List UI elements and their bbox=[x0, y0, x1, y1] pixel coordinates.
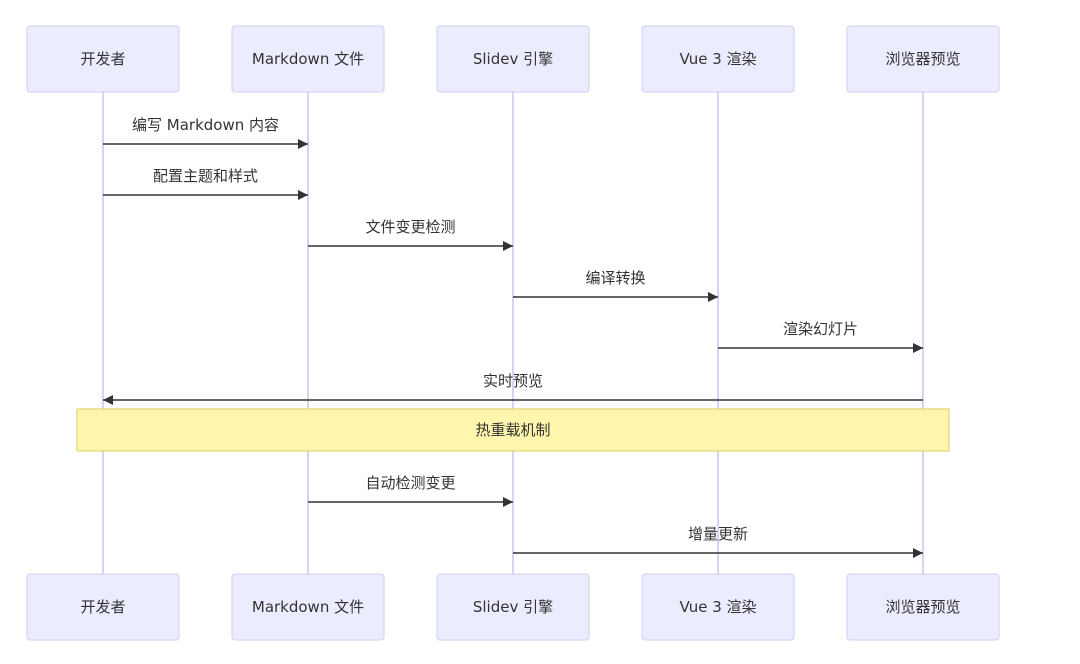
message-8: 增量更新 bbox=[513, 525, 923, 558]
note-label: 热重载机制 bbox=[475, 421, 550, 439]
lifelines bbox=[102, 92, 924, 574]
actor-browser-bottom: 浏览器预览 bbox=[846, 573, 1000, 641]
actor-label: Markdown 文件 bbox=[252, 50, 364, 68]
actor-box bbox=[846, 573, 1000, 641]
message-label: 文件变更检测 bbox=[365, 218, 455, 236]
actor-box bbox=[436, 25, 590, 93]
message-label: 自动检测变更 bbox=[365, 474, 455, 492]
actor-label: Vue 3 渲染 bbox=[679, 50, 756, 68]
message-6: 实时预览 bbox=[103, 372, 923, 405]
actor-label: Vue 3 渲染 bbox=[679, 598, 756, 616]
message-label: 编译转换 bbox=[585, 269, 645, 287]
actor-box bbox=[231, 25, 385, 93]
actor-label: Markdown 文件 bbox=[252, 598, 364, 616]
message-label: 实时预览 bbox=[483, 372, 543, 390]
actor-label: 浏览器预览 bbox=[885, 50, 960, 68]
actor-browser-top: 浏览器预览 bbox=[846, 25, 1000, 93]
message-label: 编写 Markdown 内容 bbox=[132, 116, 279, 134]
actor-label: Slidev 引擎 bbox=[473, 598, 553, 616]
note-hot-reload: 热重载机制 bbox=[76, 408, 950, 452]
actors-top: 开发者 Markdown 文件 Slidev 引擎 Vue 3 渲染 浏览器预览 bbox=[26, 25, 1000, 93]
actors-bottom: 开发者 Markdown 文件 Slidev 引擎 Vue 3 渲染 浏览器预览 bbox=[26, 573, 1000, 641]
message-3: 文件变更检测 bbox=[308, 218, 513, 251]
actor-box bbox=[26, 25, 180, 93]
note-layer: 热重载机制 bbox=[76, 408, 950, 452]
note-box bbox=[76, 408, 950, 452]
actor-slidev-bottom: Slidev 引擎 bbox=[436, 573, 590, 641]
actor-md-bottom: Markdown 文件 bbox=[231, 573, 385, 641]
message-1: 编写 Markdown 内容 bbox=[103, 116, 308, 149]
message-label: 渲染幻灯片 bbox=[783, 320, 858, 338]
message-label: 增量更新 bbox=[688, 525, 748, 543]
message-5: 渲染幻灯片 bbox=[718, 320, 923, 353]
actor-box bbox=[641, 573, 795, 641]
actor-box bbox=[231, 573, 385, 641]
actor-dev-bottom: 开发者 bbox=[26, 573, 180, 641]
actor-box bbox=[846, 25, 1000, 93]
message-4: 编译转换 bbox=[513, 269, 718, 302]
message-7: 自动检测变更 bbox=[308, 474, 513, 507]
actor-label: 开发者 bbox=[80, 50, 125, 68]
actor-slidev-top: Slidev 引擎 bbox=[436, 25, 590, 93]
message-label: 配置主题和样式 bbox=[153, 167, 258, 185]
actor-box bbox=[436, 573, 590, 641]
actor-box bbox=[26, 573, 180, 641]
messages: 编写 Markdown 内容配置主题和样式文件变更检测编译转换渲染幻灯片实时预览… bbox=[103, 116, 923, 558]
actor-vue-top: Vue 3 渲染 bbox=[641, 25, 795, 93]
message-2: 配置主题和样式 bbox=[103, 167, 308, 200]
actor-md-top: Markdown 文件 bbox=[231, 25, 385, 93]
actor-label: 开发者 bbox=[80, 598, 125, 616]
actor-label: Slidev 引擎 bbox=[473, 50, 553, 68]
actor-box bbox=[641, 25, 795, 93]
actor-dev-top: 开发者 bbox=[26, 25, 180, 93]
actor-vue-bottom: Vue 3 渲染 bbox=[641, 573, 795, 641]
actor-label: 浏览器预览 bbox=[885, 598, 960, 616]
